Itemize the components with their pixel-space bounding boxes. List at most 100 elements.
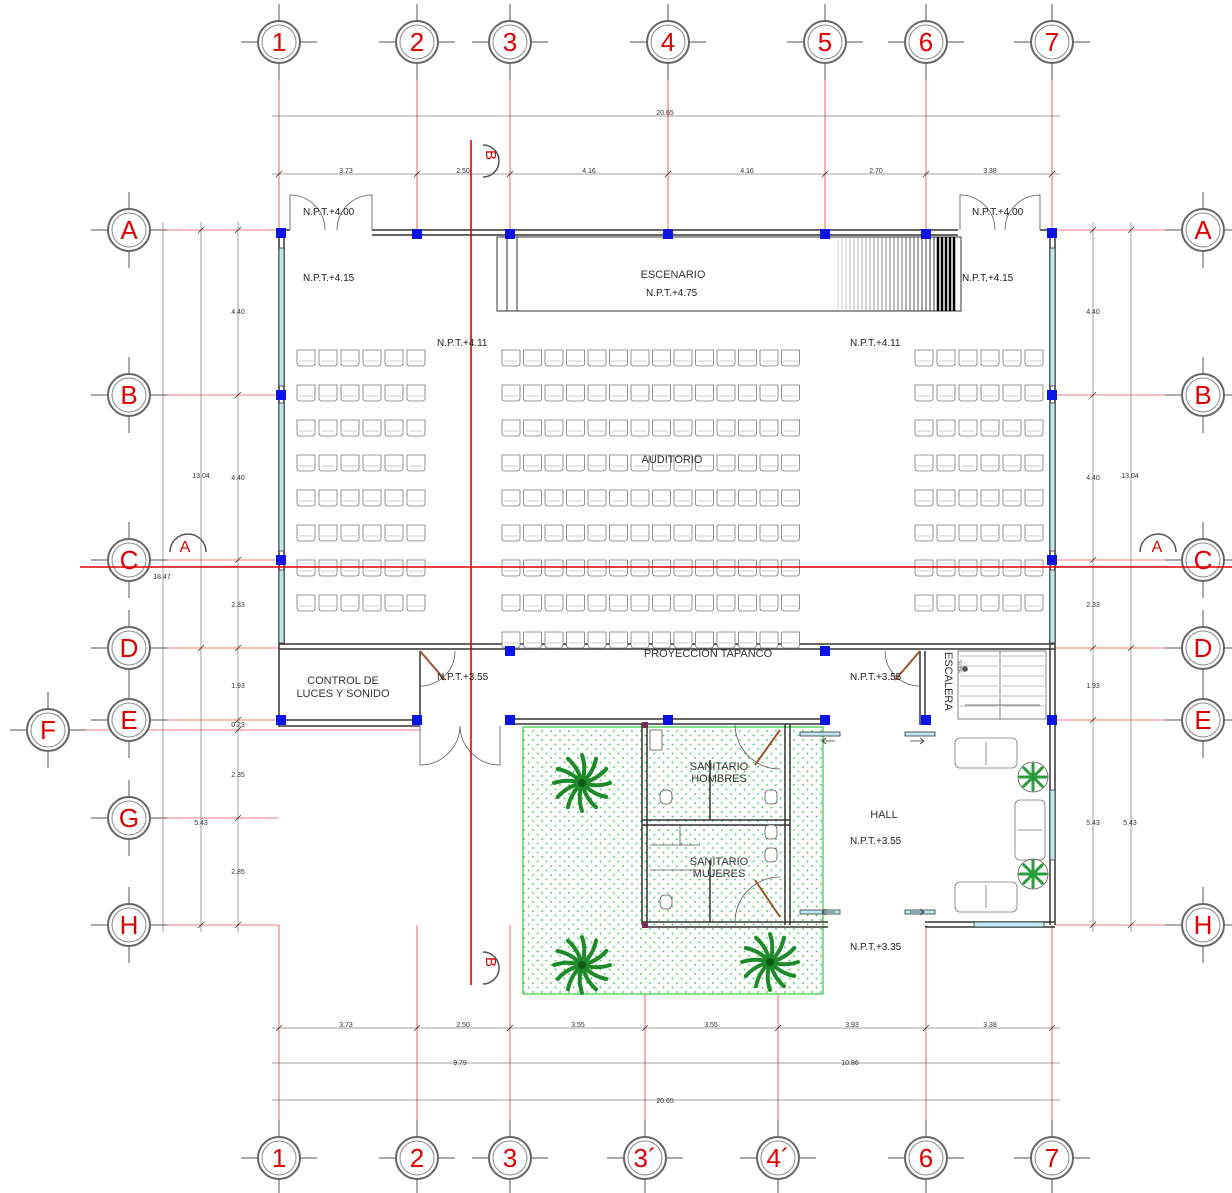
seat	[384, 384, 404, 402]
seat	[384, 419, 404, 437]
seat	[958, 454, 978, 472]
seat	[1002, 489, 1022, 507]
column-block	[663, 229, 673, 239]
seat	[958, 594, 978, 612]
row-bubble-left-label: D	[120, 633, 139, 663]
seat	[738, 524, 757, 542]
seat	[406, 489, 426, 507]
column-bubble-top-inner-ring	[261, 24, 297, 60]
hall-label: HALL	[870, 809, 898, 821]
seat	[695, 384, 714, 402]
seat	[914, 559, 934, 577]
column-bubble-bottom-inner-ring	[908, 1140, 944, 1176]
column-block	[1047, 390, 1057, 400]
column-bubble-top-label: 2	[410, 27, 424, 57]
seat	[544, 631, 564, 649]
row-bubble-right-inner-ring	[1185, 702, 1221, 738]
dim-top-segment: 4.16	[582, 168, 596, 175]
seat	[716, 524, 736, 542]
seat	[318, 384, 338, 402]
seat	[652, 594, 671, 612]
seat	[914, 594, 934, 612]
seat	[406, 384, 426, 402]
seat	[936, 489, 956, 507]
seat	[566, 384, 585, 402]
level-aud-right: N.P.T.+4.11	[850, 338, 901, 349]
column-block	[1047, 555, 1057, 565]
seat	[781, 454, 800, 472]
seat	[362, 384, 382, 402]
seat	[695, 419, 714, 437]
column-bubble-top-label: 6	[919, 27, 933, 57]
column-bubble-top-inner-ring	[492, 24, 528, 60]
section-marker-a-left: A	[169, 533, 207, 556]
column-bubble-top-inner-ring	[1034, 24, 1070, 60]
dim-tick	[234, 391, 242, 399]
seat	[318, 559, 338, 577]
level-labels: N.P.T.+4.00 N.P.T.+4.00 N.P.T.+4.15 N.P.…	[303, 207, 1024, 953]
seat	[914, 454, 934, 472]
seat	[630, 349, 650, 367]
row-bubble-right-label: A	[1194, 215, 1212, 245]
seat	[318, 349, 338, 367]
dim-tick	[197, 921, 205, 929]
seat	[501, 454, 521, 472]
seat	[609, 559, 628, 577]
dim-left-lower: 5.43	[194, 820, 208, 827]
seat	[738, 384, 757, 402]
seat	[958, 384, 978, 402]
dim-tick	[1127, 644, 1135, 652]
seat	[695, 524, 714, 542]
seat	[738, 559, 757, 577]
section-marker-b-top: B	[482, 144, 500, 178]
plant-leaf	[1022, 766, 1035, 779]
seat	[362, 489, 382, 507]
seat	[652, 349, 671, 367]
column-block	[276, 390, 286, 400]
seat	[781, 489, 800, 507]
seat	[958, 419, 978, 437]
dim-tick	[234, 814, 242, 822]
seat	[738, 419, 757, 437]
seat	[362, 524, 382, 542]
toilet-marks	[642, 722, 648, 928]
section-a-left-label: A	[180, 539, 191, 556]
dim-top-segment: 3.38	[983, 168, 997, 175]
seat	[1002, 559, 1022, 577]
dim-tick	[234, 726, 242, 734]
structural-columns	[276, 228, 1057, 725]
seat	[587, 631, 607, 649]
seat	[544, 594, 564, 612]
seat	[566, 489, 585, 507]
dim-right-lower: 5.43	[1123, 820, 1137, 827]
column-bubble-bottom-inner-ring	[492, 1140, 528, 1176]
row-bubble-left-label: H	[120, 910, 139, 940]
seat	[544, 559, 564, 577]
seat	[1024, 524, 1044, 542]
section-lines	[80, 140, 1232, 985]
plant-leaf	[1031, 766, 1044, 779]
seat	[914, 524, 934, 542]
seat	[501, 489, 521, 507]
dim-left-upper: 13.04	[192, 473, 210, 480]
seat	[296, 349, 316, 367]
seat	[781, 524, 800, 542]
seat	[384, 594, 404, 612]
seat	[523, 559, 542, 577]
level-exterior: N.P.T.+3.35	[850, 942, 902, 953]
level-hall-left: N.P.T.+4.15	[303, 273, 355, 284]
dim-right-segment: 5.43	[1086, 820, 1100, 827]
seat	[501, 559, 521, 577]
seat	[384, 489, 404, 507]
row-bubble-left-inner-ring	[111, 542, 147, 578]
column-bubble-bottom-inner-ring	[1034, 1140, 1070, 1176]
seat	[609, 419, 628, 437]
seat	[716, 419, 736, 437]
seat	[716, 594, 736, 612]
row-bubble-left-label: G	[119, 803, 139, 833]
seat	[936, 384, 956, 402]
seat	[695, 559, 714, 577]
stage-label: ESCENARIO	[641, 269, 706, 281]
seat	[566, 454, 585, 472]
